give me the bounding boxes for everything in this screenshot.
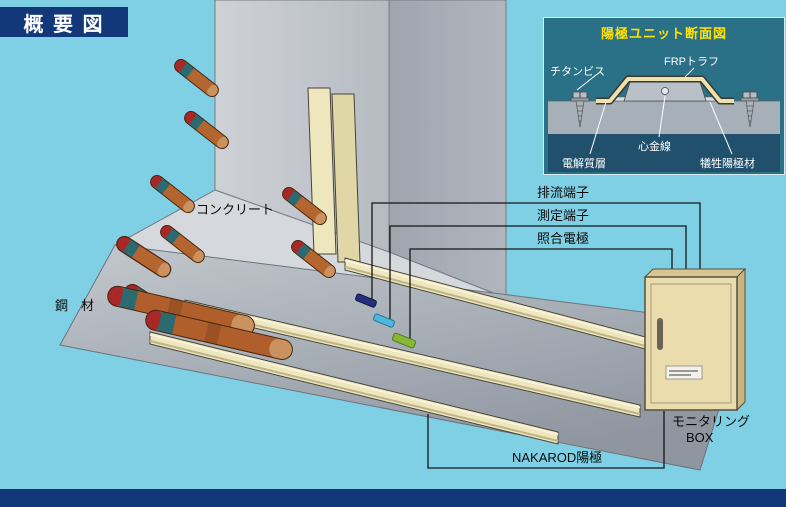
box-nameplate	[665, 365, 703, 380]
inset-illustration	[548, 67, 780, 172]
measurement-terminal-label: 測定端子	[537, 208, 590, 223]
concrete-column-right-face	[388, 0, 507, 299]
measurement-terminal-wire	[389, 225, 687, 321]
anode-unit-inset: 陽極ユニット断面図 FRPトラフ チタンビス 心金線 電解質層 犠牲陽極材	[543, 17, 785, 175]
leader-frp-trough	[684, 67, 695, 78]
page-title: 概 要 図	[23, 13, 105, 36]
frp-trough-label: FRPトラフ	[664, 56, 719, 68]
bottom-bar	[0, 489, 786, 507]
inset-concrete-slab	[548, 101, 780, 134]
monitoring-box	[643, 267, 747, 412]
anode-trough-rail-lower	[149, 331, 559, 445]
leader-sacrificial-anode	[709, 101, 733, 155]
anode-trough-rail-middle	[184, 299, 641, 418]
inset-core-wire	[661, 87, 669, 95]
box-door	[650, 283, 732, 404]
drain-terminal-electrode	[355, 293, 377, 308]
inset-title: 陽極ユニット断面図	[600, 26, 727, 41]
steel-label: 鋼 材	[55, 298, 95, 313]
reference-electrode-wire	[409, 248, 673, 341]
drain-terminal-label: 排流端子	[537, 185, 590, 200]
leader-core-wire	[658, 95, 666, 138]
steel-rod	[147, 172, 198, 216]
core-wire-label: 心金線	[638, 141, 671, 153]
reference-electrode-body	[391, 332, 417, 349]
leader-titanium-screw	[576, 74, 597, 91]
steel-rod	[171, 56, 222, 100]
inset-frp-trough	[596, 77, 734, 103]
measurement-terminal-electrode	[373, 313, 395, 328]
titanium-screw-label: チタンビス	[550, 66, 605, 78]
electrolyte-layer-label: 電解質層	[562, 158, 606, 170]
anode-wire	[427, 411, 665, 469]
inset-lower-band	[548, 134, 780, 172]
page-title-banner: 概 要 図	[0, 7, 128, 37]
box-handle	[657, 318, 663, 350]
reference-electrode-label: 照合電極	[537, 231, 590, 246]
concrete-label: コンクリート	[196, 202, 275, 217]
sacrificial-anode-label: 犠牲陽極材	[700, 158, 755, 170]
nakarod-anode-label: NAKAROD陽極	[512, 450, 603, 465]
monitoring-box-label: モニタリング BOX	[672, 414, 751, 445]
drain-terminal-wire	[371, 202, 701, 301]
leader-electrolyte	[589, 101, 607, 155]
